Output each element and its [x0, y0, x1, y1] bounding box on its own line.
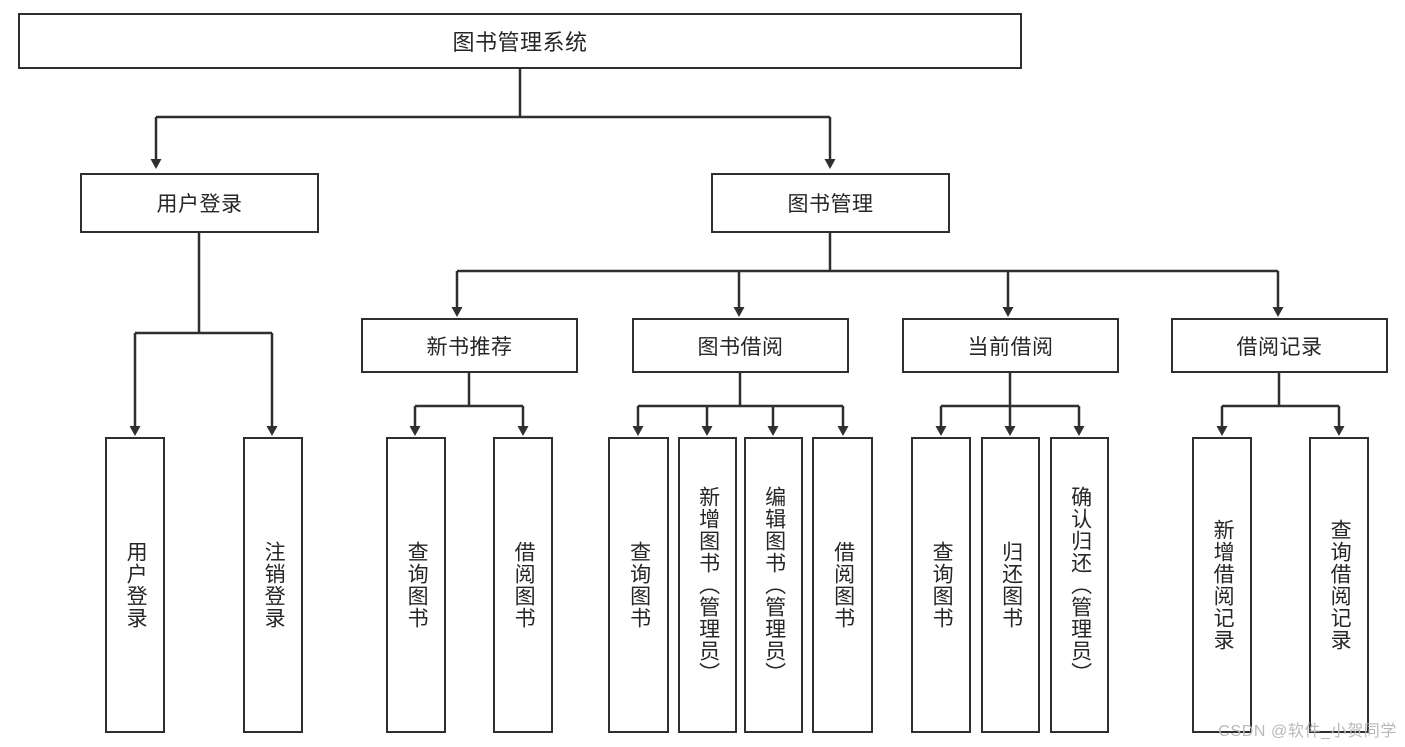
node-label: 借阅图书 [831, 541, 855, 629]
node-book-management[interactable]: 图书管理 [711, 173, 950, 233]
node-label: 查询图书 [930, 541, 954, 629]
leaf-record-query-record[interactable]: 查询借阅记录 [1309, 437, 1369, 733]
node-label: 查询借阅记录 [1328, 519, 1352, 651]
node-label: 图书管理 [787, 193, 874, 216]
leaf-borrow-add-book-admin[interactable]: 新增图书（管理员） [678, 437, 737, 733]
leaf-borrow-query-book[interactable]: 查询图书 [608, 437, 669, 733]
leaf-logout[interactable]: 注销登录 [243, 437, 303, 733]
node-label: 用户登录 [156, 193, 243, 216]
csdn-watermark: CSDN @软件_小贺同学 [1218, 723, 1397, 740]
node-root-system[interactable]: 图书管理系统 [18, 13, 1022, 69]
leaf-borrow-edit-book-admin[interactable]: 编辑图书（管理员） [744, 437, 803, 733]
node-label: 图书借阅 [697, 335, 784, 359]
node-label: 注销登录 [262, 541, 286, 629]
node-label: 用户登录 [124, 541, 148, 629]
node-label: 查询图书 [405, 541, 429, 629]
node-label: 新增借阅记录 [1211, 519, 1235, 651]
node-label: 归还图书 [999, 541, 1023, 629]
node-label: 当前借阅 [967, 335, 1054, 359]
leaf-current-return-book[interactable]: 归还图书 [981, 437, 1040, 733]
node-label: 借阅记录 [1236, 335, 1323, 359]
node-label: 编辑图书（管理员） [762, 486, 786, 684]
node-label: 新书推荐 [426, 335, 513, 359]
node-book-borrow[interactable]: 图书借阅 [632, 318, 849, 373]
node-new-book-recommend[interactable]: 新书推荐 [361, 318, 578, 373]
node-user-login[interactable]: 用户登录 [80, 173, 319, 233]
node-label: 借阅图书 [512, 541, 536, 629]
leaf-newbook-query-book[interactable]: 查询图书 [386, 437, 446, 733]
leaf-borrow-borrow-book[interactable]: 借阅图书 [812, 437, 873, 733]
node-label: 查询图书 [627, 541, 651, 629]
node-label: 确认归还（管理员） [1068, 486, 1092, 684]
node-label: 新增图书（管理员） [696, 486, 720, 684]
leaf-current-query-book[interactable]: 查询图书 [911, 437, 971, 733]
leaf-newbook-borrow-book[interactable]: 借阅图书 [493, 437, 553, 733]
leaf-current-confirm-return-admin[interactable]: 确认归还（管理员） [1050, 437, 1109, 733]
node-label: 图书管理系统 [452, 30, 588, 55]
node-borrow-record[interactable]: 借阅记录 [1171, 318, 1388, 373]
node-current-borrow[interactable]: 当前借阅 [902, 318, 1119, 373]
leaf-record-add-record[interactable]: 新增借阅记录 [1192, 437, 1252, 733]
leaf-user-login[interactable]: 用户登录 [105, 437, 165, 733]
